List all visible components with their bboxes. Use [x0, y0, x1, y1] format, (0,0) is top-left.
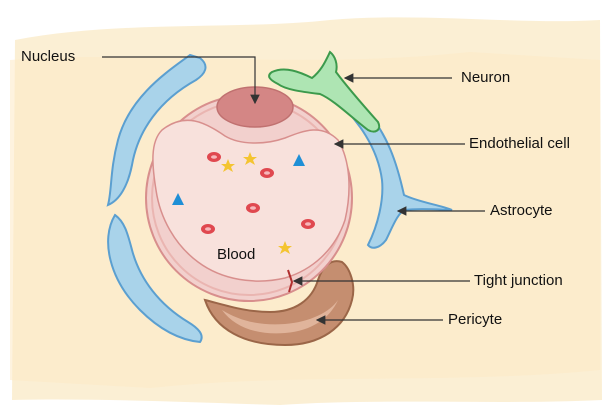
label-pericyte: Pericyte [448, 312, 502, 327]
red-blood-cell [205, 227, 211, 231]
label-blood: Blood [217, 247, 255, 262]
red-blood-cell [305, 222, 311, 226]
red-blood-cell [211, 155, 217, 159]
label-neuron: Neuron [461, 70, 510, 85]
label-tight-junction: Tight junction [474, 273, 563, 288]
red-blood-cell [250, 206, 256, 210]
label-astrocyte: Astrocyte [490, 203, 553, 218]
label-nucleus: Nucleus [21, 49, 75, 64]
red-blood-cell [264, 171, 270, 175]
label-endothelial-cell: Endothelial cell [469, 136, 570, 151]
